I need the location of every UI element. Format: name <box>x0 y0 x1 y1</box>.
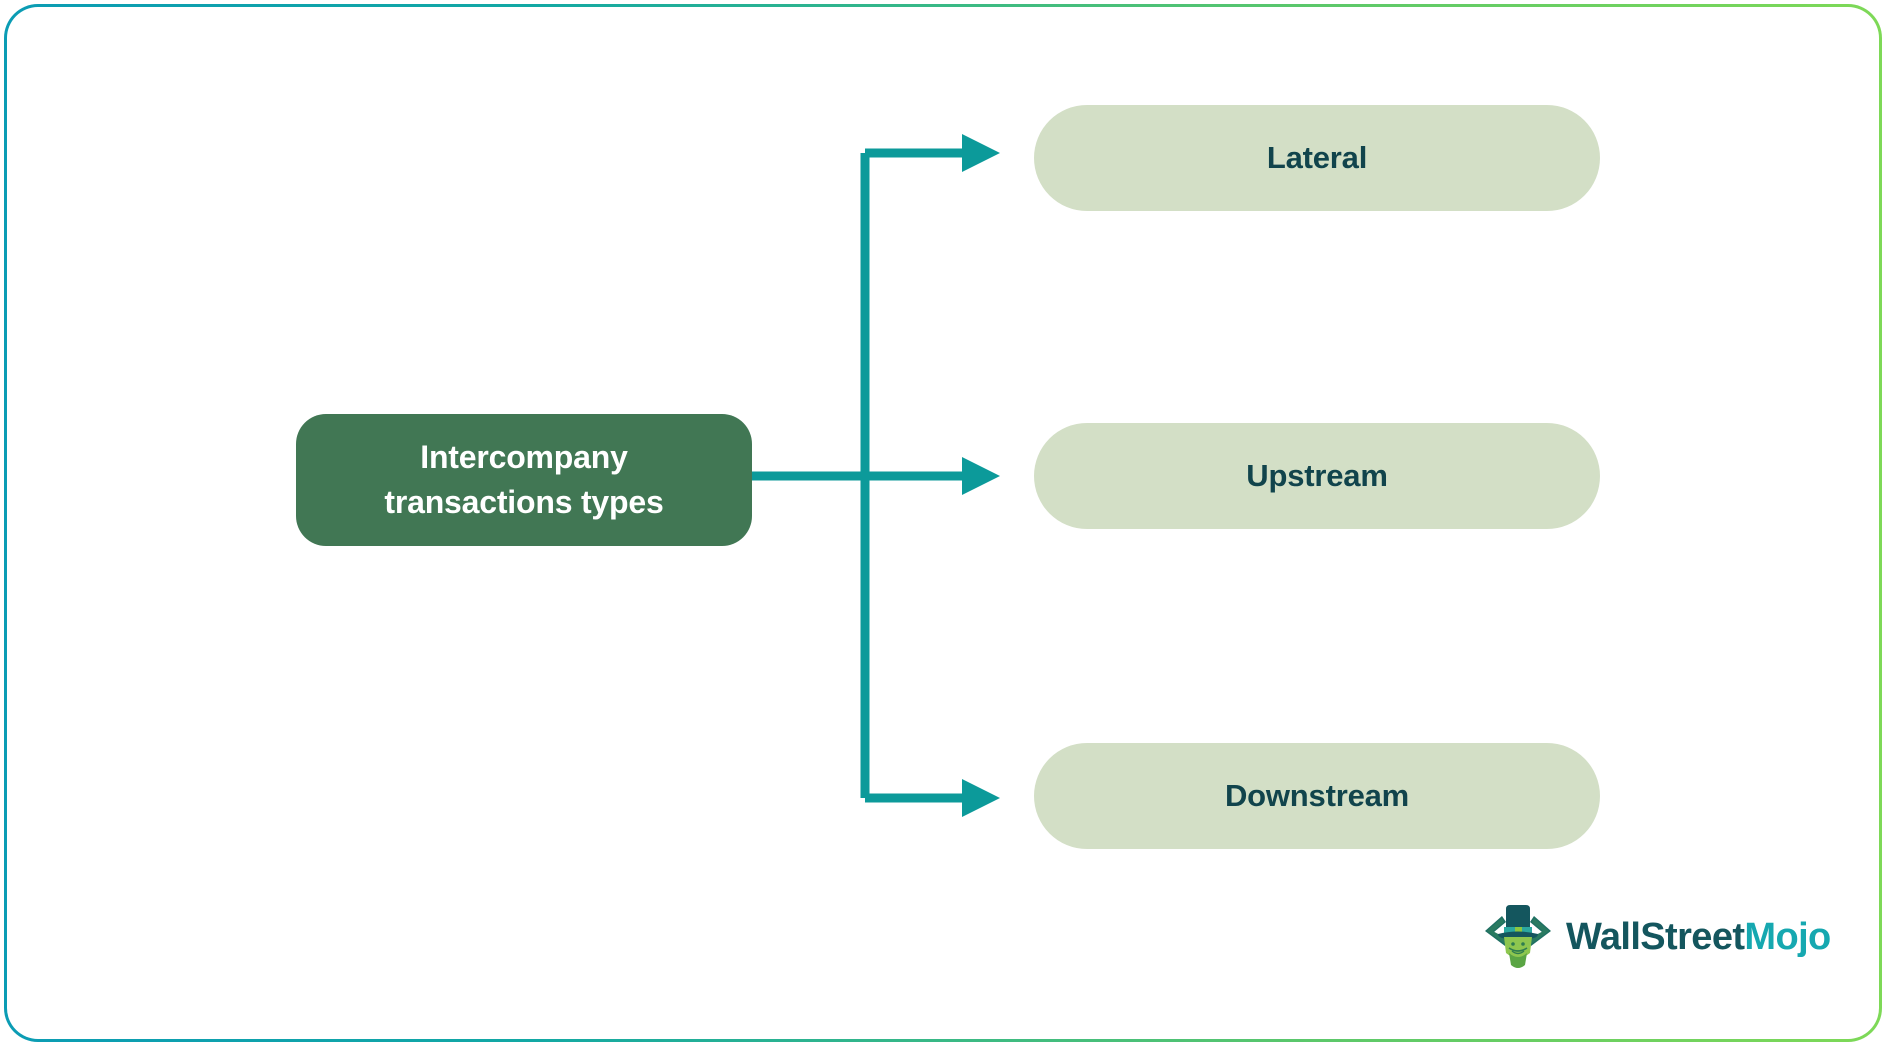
branch-node-lateral[interactable]: Lateral <box>1034 105 1600 211</box>
root-node-label-line2: transactions types <box>384 484 664 520</box>
logo-wordmark-part1: WallStreet <box>1566 915 1745 958</box>
arrowhead-upstream <box>962 457 1000 495</box>
branch-node-label: Upstream <box>1246 458 1388 493</box>
wallstreetmojo-logo: WallStreetMojo <box>1482 898 1831 976</box>
root-node-label: Intercompany transactions types <box>384 435 663 526</box>
logo-wordmark-part2: Mojo <box>1744 915 1831 958</box>
branch-node-downstream[interactable]: Downstream <box>1034 743 1600 849</box>
logo-wordmark: WallStreetMojo <box>1566 916 1831 959</box>
branch-node-upstream[interactable]: Upstream <box>1034 423 1600 529</box>
arrowhead-lateral <box>962 134 1000 172</box>
branch-node-label: Lateral <box>1266 140 1368 175</box>
branch-node-label: Downstream <box>1224 778 1410 813</box>
root-node-intercompany-transactions-types[interactable]: Intercompany transactions types <box>296 414 752 546</box>
arrowhead-downstream <box>962 779 1000 817</box>
root-node-label-line1: Intercompany <box>420 438 628 475</box>
bull-mascot-icon <box>1485 905 1551 968</box>
